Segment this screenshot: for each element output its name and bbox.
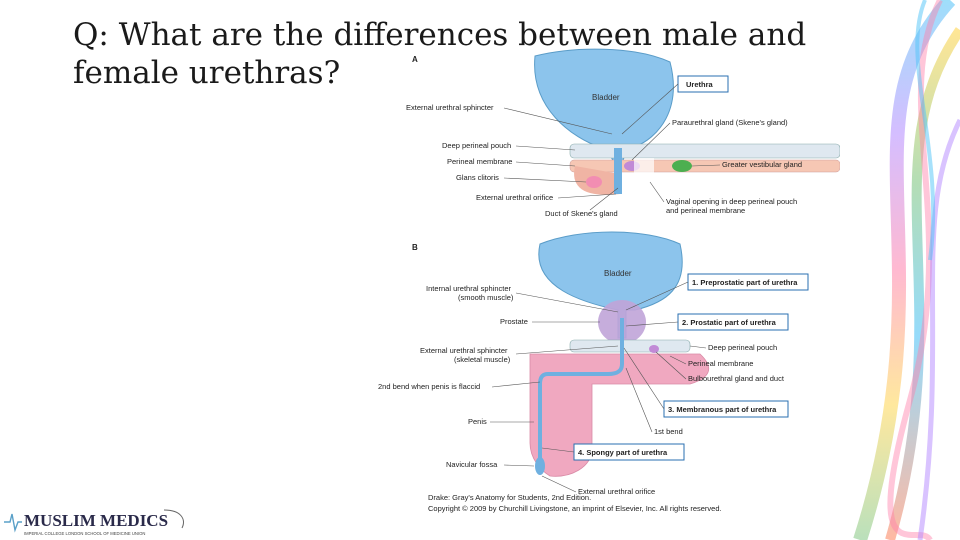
label-paraurethral: Paraurethral gland (Skene's gland) xyxy=(672,118,788,127)
female-anatomy xyxy=(534,48,840,195)
label-1st-bend: 1st bend xyxy=(654,427,683,436)
panel-b-label: B xyxy=(412,243,418,252)
greater-vestibular-gland xyxy=(672,160,692,172)
male-bladder-label: Bladder xyxy=(604,269,632,278)
logo-name: MUSLIM MEDICS xyxy=(24,511,168,530)
urethra-diagram: A Bladder Urethra External urethral sphi… xyxy=(378,48,840,513)
male-bladder xyxy=(538,231,683,339)
label-smooth-muscle: (smooth muscle) xyxy=(458,293,514,302)
heartbeat-icon xyxy=(4,513,22,533)
female-deep-pouch xyxy=(569,143,840,159)
label-greater-vestibular: Greater vestibular gland xyxy=(722,160,802,169)
label-int-sphincter: Internal urethral sphincter xyxy=(426,284,512,293)
female-urethra xyxy=(614,148,622,194)
urethra-label: Urethra xyxy=(686,80,714,89)
label-navicular-fossa: Navicular fossa xyxy=(446,460,498,469)
male-deep-pouch xyxy=(569,339,691,353)
label-ext-orifice-m: External urethral orifice xyxy=(578,487,655,496)
label-skeletal-muscle: (skeletal muscle) xyxy=(454,355,511,364)
male-urethra xyxy=(538,318,624,458)
decorative-ribbons xyxy=(853,0,960,540)
bulbourethral-gland xyxy=(649,345,659,353)
credit-line-2: Copyright © 2009 by Churchill Livingston… xyxy=(428,504,722,513)
label-glans-clitoris: Glans clitoris xyxy=(456,173,499,182)
label-preprostatic: 1. Preprostatic part of urethra xyxy=(692,278,798,287)
label-ext-sphincter-f: External urethral sphincter xyxy=(406,103,494,112)
muslim-medics-logo: MUSLIM MEDICS IMPERIAL COLLEGE LONDON SC… xyxy=(4,509,184,536)
label-deep-pouch-f: Deep perineal pouch xyxy=(442,141,511,150)
label-bulbourethral: Bulbourethral gland and duct xyxy=(688,374,785,383)
label-prostatic: 2. Prostatic part of urethra xyxy=(682,318,777,327)
label-prostate: Prostate xyxy=(500,317,528,326)
credit-line-1: Drake: Gray's Anatomy for Students, 2nd … xyxy=(428,493,591,502)
label-penis: Penis xyxy=(468,417,487,426)
label-perineal-membrane-f: Perineal membrane xyxy=(447,157,512,166)
navicular-fossa xyxy=(535,457,545,475)
label-vaginal-2: and perineal membrane xyxy=(666,206,745,215)
title-line-2: female urethras? xyxy=(73,55,341,91)
label-spongy: 4. Spongy part of urethra xyxy=(578,448,668,457)
label-membranous: 3. Membranous part of urethra xyxy=(668,405,777,414)
label-ext-orifice-f: External urethral orifice xyxy=(476,193,553,202)
leader-urethra xyxy=(621,83,679,135)
title-line-1: Q: What are the differences between male… xyxy=(73,17,807,53)
panel-a-label: A xyxy=(412,55,418,64)
slide-title: Q: What are the differences between male… xyxy=(73,16,913,92)
vaginal-opening xyxy=(634,158,654,184)
label-deep-pouch-m: Deep perineal pouch xyxy=(708,343,777,352)
label-2nd-bend: 2nd bend when penis is flaccid xyxy=(378,382,480,391)
female-bladder-label: Bladder xyxy=(592,93,620,102)
label-skene-duct: Duct of Skene's gland xyxy=(545,209,618,218)
label-vaginal-1: Vaginal opening in deep perineal pouch xyxy=(666,197,797,206)
logo-swoosh-icon xyxy=(163,509,184,529)
label-ext-sphincter-m: External urethral sphincter xyxy=(420,346,508,355)
glans-clitoris xyxy=(586,176,602,188)
label-perineal-membrane-m: Perineal membrane xyxy=(688,359,753,368)
logo-subtitle: IMPERIAL COLLEGE LONDON SCHOOL OF MEDICI… xyxy=(24,531,145,536)
